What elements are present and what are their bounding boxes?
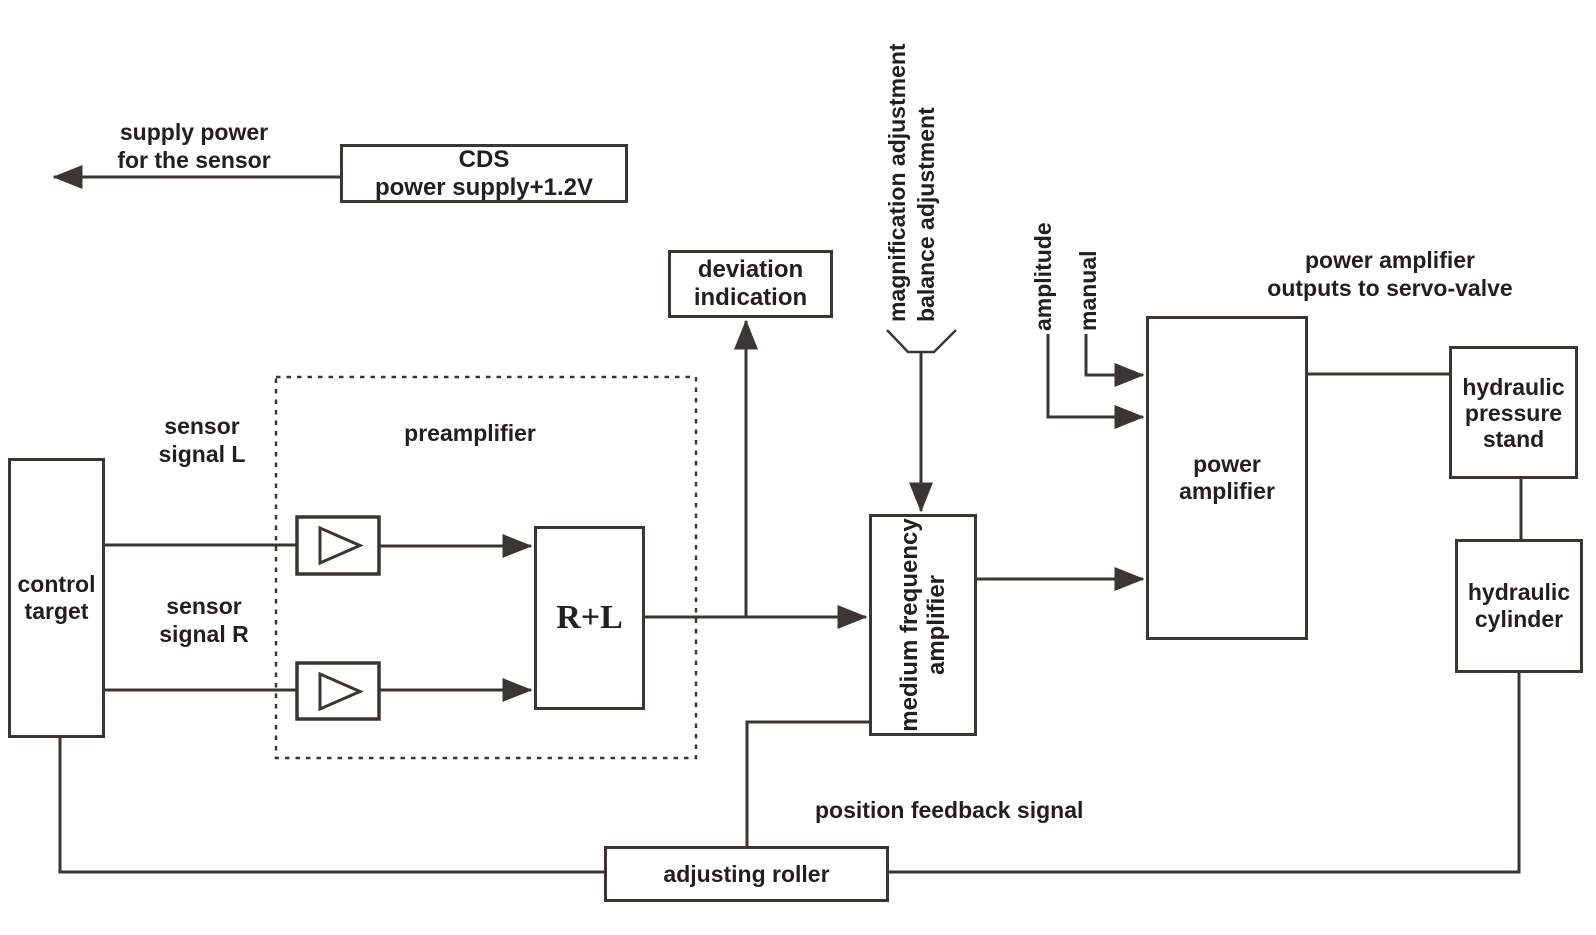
deviation-line2: indication (693, 284, 808, 311)
control-target-box: control target (8, 458, 105, 738)
sensor-signal-r-label: sensor signal R (119, 592, 289, 648)
medium-frequency-amplifier-box: medium frequency amplifier (869, 514, 977, 736)
hps-line3: stand (1482, 425, 1545, 452)
mfa-rotated-text: medium frequency amplifier (896, 514, 950, 736)
connector-control-target-to-roller (58, 738, 604, 874)
preamplifier-label-text: preamplifier (404, 420, 536, 446)
cds-power-supply-box: CDS power supply+1.2V (340, 144, 628, 203)
supply-power-line1: supply power (119, 119, 269, 145)
cds-box-line2: power supply+1.2V (374, 173, 594, 201)
sensor-signal-l-label: sensor signal L (117, 412, 287, 468)
power-amp-line1: power (1193, 451, 1261, 477)
preamplifier-label: preamplifier (350, 419, 590, 447)
hps-line1: hydraulic (1462, 373, 1565, 400)
sensor-l-line2: signal L (158, 441, 246, 467)
mfa-line1: medium frequency (896, 518, 923, 732)
rl-summing-box: R+L (534, 526, 645, 710)
sensor-l-line1: sensor (164, 413, 240, 439)
position-feedback-text: position feedback signal (815, 797, 1084, 823)
amplifier-triangle-icon (318, 525, 364, 566)
preamplifier-dashed-region (274, 375, 698, 760)
amplitude-label: amplitude (1030, 222, 1056, 331)
connector-cylinder-to-roller (888, 673, 1521, 874)
hc-line1: hydraulic (1467, 579, 1571, 605)
adjustment-funnel-bracket (886, 329, 957, 354)
cds-box-line1: CDS (458, 145, 510, 173)
manual-label: manual (1075, 250, 1101, 331)
magnification-adjustment-label: magnification adjustment (884, 43, 910, 322)
hydraulic-pressure-stand-box: hydraulic pressure stand (1449, 346, 1578, 479)
pa-outputs-line1: power amplifier (1305, 247, 1475, 273)
connector-manual-input (1084, 334, 1145, 387)
pa-outputs-line2: outputs to servo-valve (1267, 275, 1513, 301)
hc-line2: cylinder (1474, 606, 1564, 632)
connector-position-feedback (745, 720, 869, 847)
power-amplifier-box: power amplifier (1146, 316, 1308, 640)
deviation-indication-box: deviation indication (668, 250, 833, 318)
hydraulic-cylinder-box: hydraulic cylinder (1455, 539, 1583, 673)
power-amp-line2: amplifier (1179, 478, 1275, 504)
power-amplifier-outputs-label: power amplifier outputs to servo-valve (1228, 246, 1552, 302)
sensor-r-line1: sensor (166, 593, 242, 619)
hps-line2: pressure (1464, 399, 1563, 426)
adjusting-roller-label: adjusting roller (663, 861, 830, 887)
balance-adjustment-label: balance adjustment (913, 107, 939, 322)
sensor-r-line2: signal R (159, 621, 249, 647)
supply-power-line2: for the sensor (117, 147, 271, 173)
rl-label: R+L (556, 599, 623, 636)
position-feedback-label: position feedback signal (815, 796, 1083, 824)
deviation-line1: deviation (697, 256, 804, 283)
supply-power-label: supply power for the sensor (84, 118, 304, 174)
control-target-line1: control (17, 571, 96, 597)
adjusting-roller-box: adjusting roller (604, 846, 889, 902)
connector-amplitude-input (1046, 334, 1145, 429)
mfa-line2: amplifier (923, 574, 950, 676)
control-target-line2: target (24, 598, 89, 624)
amplifier-triangle-icon (318, 671, 364, 712)
